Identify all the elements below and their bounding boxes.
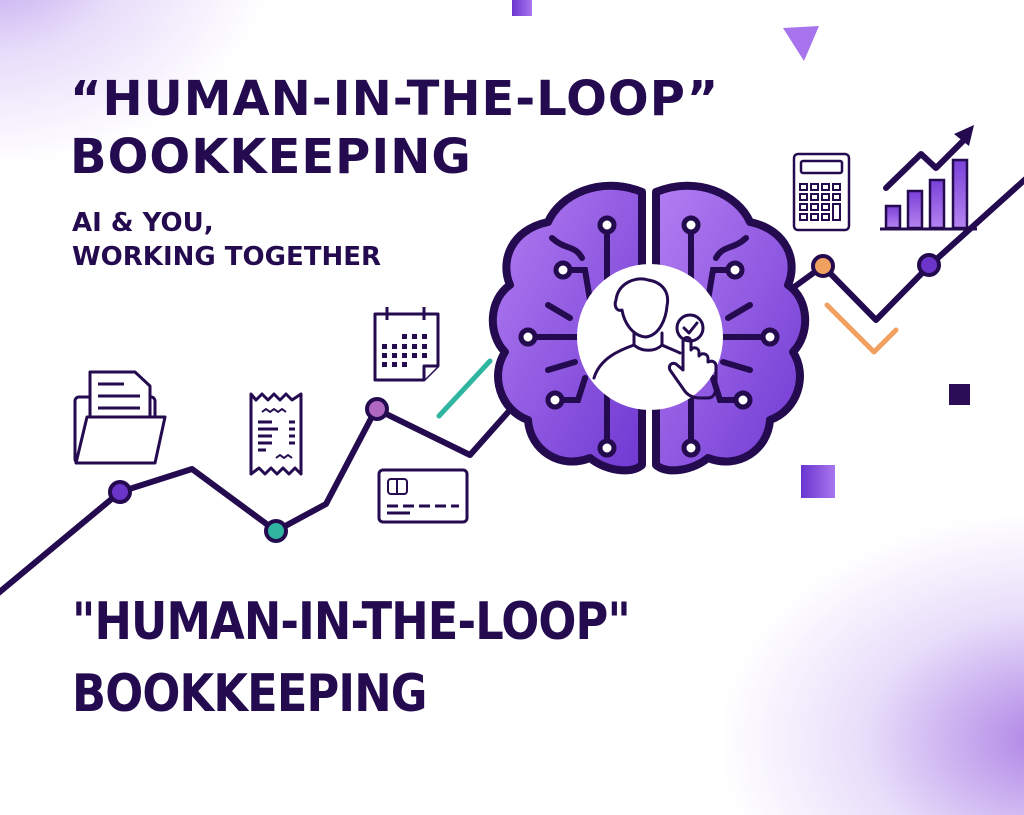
calculator-icon [792,152,851,232]
trend-line [0,176,1024,596]
credit-card-icon [377,468,469,524]
subheadline-line-2: WORKING TOGETHER [72,242,381,272]
subheadline-line-1: AI & YOU, [72,208,214,238]
chart-node [108,480,132,504]
bottom-headline-line-1: "HUMAN-IN-THE-LOOP" [72,592,631,652]
checkmark-icon [824,302,899,355]
chart-node [264,519,288,543]
decor-square-top [512,0,532,16]
receipt-icon [249,392,303,476]
person-approve-icon [577,264,723,410]
decor-square-purple [801,465,835,498]
calendar-icon [373,307,440,382]
document-folder-icon [73,370,167,465]
bottom-headline: "HUMAN-IN-THE-LOOP" BOOKKEEPING [72,586,631,730]
headline-line-1: “HUMAN-IN-THE-LOOP” [70,71,720,127]
chart-node [365,397,389,421]
headline-line-2: BOOKKEEPING [70,129,472,185]
chart-node [917,253,941,277]
chart-node [811,254,835,278]
bottom-headline-line-2: BOOKKEEPING [72,664,427,724]
decor-square-dark [949,384,970,405]
subheadline: AI & YOU, WORKING TOGETHER [72,206,381,274]
headline: “HUMAN-IN-THE-LOOP” BOOKKEEPING [70,70,719,186]
illustration [0,0,1024,596]
brain-circuit-icon [488,181,810,475]
growth-chart-icon [880,125,977,231]
decor-triangle [783,26,819,61]
teal-accent-line [436,358,493,419]
